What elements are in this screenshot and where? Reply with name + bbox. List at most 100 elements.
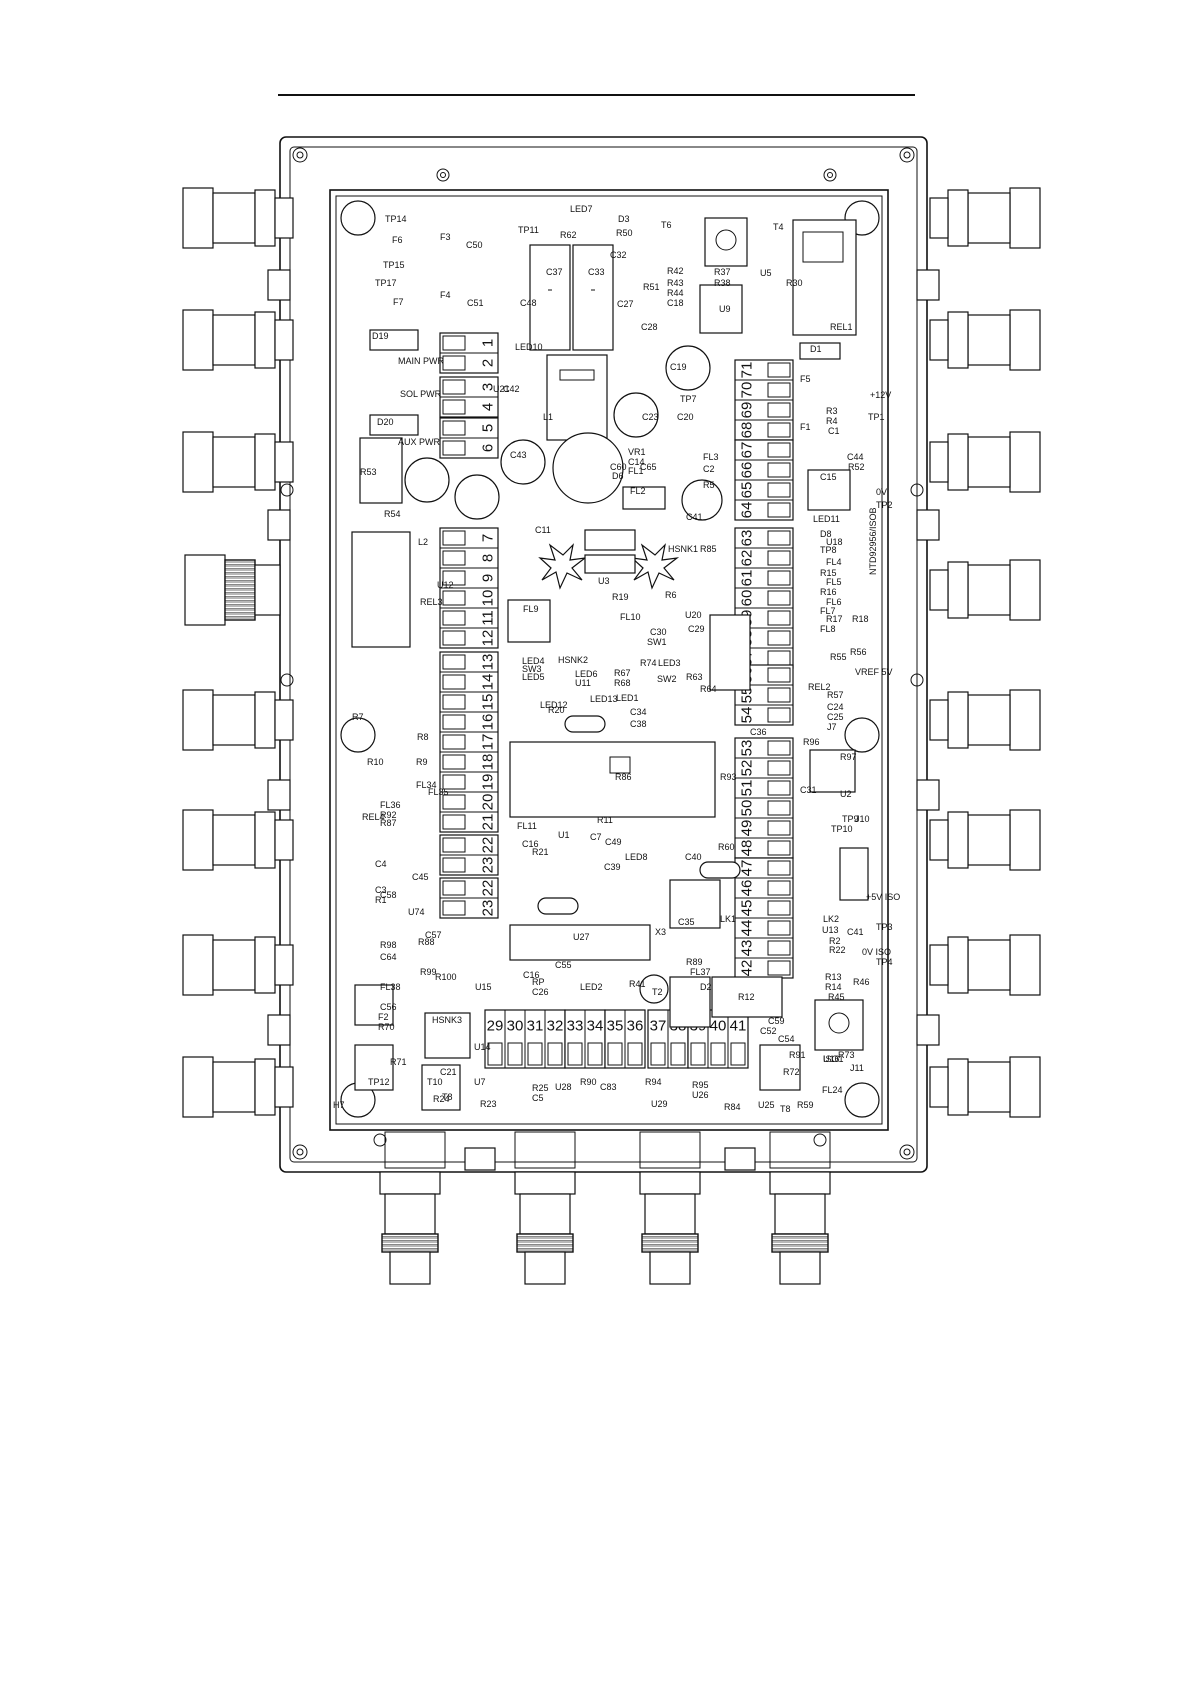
terminal-number: 32	[547, 1018, 564, 1035]
enclosure-frame	[289, 146, 918, 1163]
component-ref-label: R62	[560, 230, 577, 240]
terminal-number: 60	[739, 590, 756, 607]
component-ref-label: C36	[750, 727, 767, 737]
ic-u8	[759, 1044, 801, 1091]
component-ref-label: TP8	[820, 545, 837, 555]
component-ref-label: C18	[667, 298, 684, 308]
cable-gland	[182, 187, 294, 249]
component-ref-label: LED12	[540, 700, 568, 710]
terminal-number: 2	[480, 359, 497, 367]
component-ref-label: J10	[855, 814, 870, 824]
component-ref-label: C38	[630, 719, 647, 729]
terminal-number: 9	[480, 574, 497, 582]
component-ref-label: D1	[810, 344, 822, 354]
terminal-number: 34	[587, 1018, 604, 1035]
terminal-number: 17	[480, 734, 497, 751]
component-ref-label: FL37	[690, 967, 711, 977]
component-ref-label: LED1	[616, 693, 639, 703]
terminal-number: 12	[480, 630, 497, 647]
component-ref-label: T8	[780, 1104, 791, 1114]
component-ref-label: C2	[703, 464, 715, 474]
component-ref-label: C50	[466, 240, 483, 250]
capacitor-c23	[613, 392, 659, 438]
component-ref-label: FL7	[820, 606, 836, 616]
label-iso-0v: 0V ISO	[862, 947, 891, 957]
cable-gland	[639, 1171, 701, 1285]
component-ref-label: R5	[703, 480, 715, 490]
ic-u11	[709, 614, 751, 691]
component-ref-label: FL34	[416, 780, 437, 790]
cable-gland	[182, 1056, 294, 1118]
component-ref-label: R21	[532, 847, 549, 857]
component-ref-label: R41	[629, 979, 646, 989]
component-ref-label: LED4	[522, 656, 545, 666]
ic-u20	[507, 599, 551, 643]
component-ref-label: LED8	[625, 852, 648, 862]
component-ref-label: C40	[685, 852, 702, 862]
heatsink-hsnk3	[424, 1012, 471, 1059]
component-ref-label: FL8	[820, 624, 836, 634]
component-ref-label: R23	[480, 1099, 497, 1109]
component-ref-label: SW2	[657, 674, 677, 684]
component-ref-label: F5	[800, 374, 811, 384]
ic-u3	[807, 469, 851, 511]
component-ref-label: F7	[393, 297, 404, 307]
component-ref-label: C1	[828, 426, 840, 436]
bottom-recesses	[384, 1131, 831, 1169]
terminal-number: 20	[480, 794, 497, 811]
relay-rel3	[351, 531, 411, 648]
label-rel4: REL4	[362, 812, 385, 822]
label-h7: H7	[333, 1100, 345, 1110]
component-ref-label: TP14	[385, 214, 407, 224]
component-ref-label: C56	[380, 1002, 397, 1012]
cable-gland	[929, 309, 1041, 371]
component-ref-label: U74	[408, 907, 425, 917]
ic-u29	[354, 1044, 394, 1091]
component-ref-label: T6	[661, 220, 672, 230]
ic-u7	[711, 976, 783, 1018]
terminal-number: 6	[480, 444, 497, 452]
component-ref-label: FL4	[826, 557, 842, 567]
component-ref-label: U7	[474, 1077, 486, 1087]
label-iso1: ISO1	[823, 1054, 844, 1064]
component-ref-label: R70	[378, 1022, 395, 1032]
component-ref-label: R73	[838, 1050, 855, 1060]
cable-gland	[182, 309, 294, 371]
component-ref-label: R20	[548, 705, 565, 715]
terminal-number: 63	[739, 530, 756, 547]
terminal-number: 64	[739, 502, 756, 519]
terminal-number: 15	[480, 694, 497, 711]
component-ref-label: TP15	[383, 260, 405, 270]
component-ref-label: U15	[475, 982, 492, 992]
diode-d6	[622, 486, 666, 510]
component-ref-label: J11	[850, 1063, 864, 1073]
crystal-x2	[564, 715, 606, 733]
component-ref-label: C52	[760, 1026, 777, 1036]
diode-d19	[369, 329, 419, 351]
component-ref-label: R12	[738, 992, 755, 1002]
component-ref-label: FL9	[523, 604, 539, 614]
component-ref-label: LED10	[515, 342, 543, 352]
component-ref-label: F4	[440, 290, 451, 300]
component-ref-label: R45	[828, 992, 845, 1002]
label-tp1: TP1	[868, 412, 885, 422]
component-ref-label: R87	[380, 818, 397, 828]
ic-u1	[809, 749, 856, 793]
component-ref-label: C51	[467, 298, 484, 308]
component-ref-label: R25	[532, 1083, 549, 1093]
component-ref-label: R9	[416, 757, 428, 767]
component-ref-label: C20	[677, 412, 694, 422]
component-ref-label: C5	[532, 1093, 544, 1103]
component-ref-label: D6	[612, 471, 624, 481]
transistor-t6	[704, 217, 748, 267]
component-ref-label: R19	[612, 592, 629, 602]
component-ref-label: R14	[825, 982, 842, 992]
component-ref-label: FL10	[620, 612, 641, 622]
terminal-number: 37	[650, 1018, 667, 1035]
